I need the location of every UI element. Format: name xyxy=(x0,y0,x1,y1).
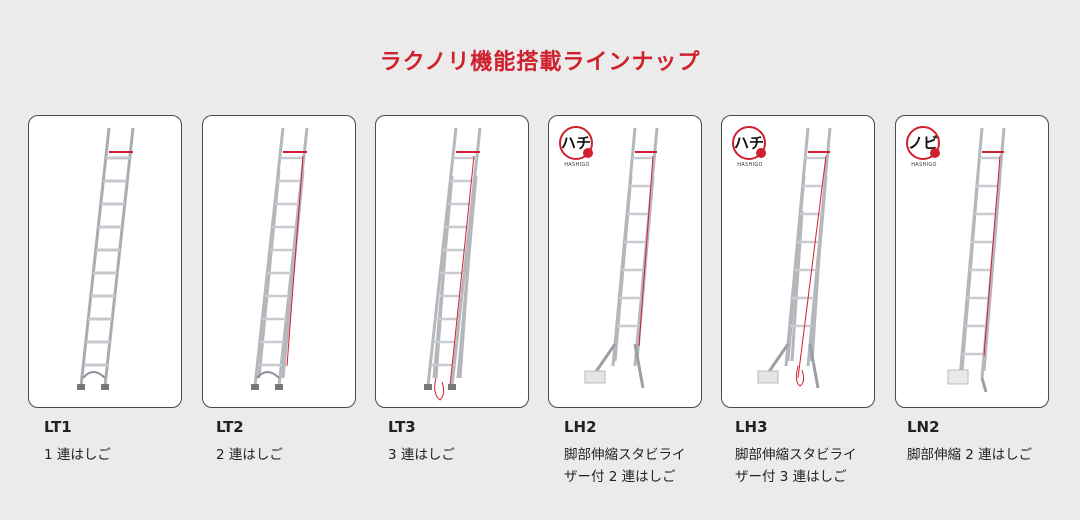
product-code: LT3 xyxy=(388,418,416,436)
product-card-lh2[interactable]: ハチ HASHIGO xyxy=(548,115,702,408)
ladder-image xyxy=(947,127,1006,393)
product-code: LN2 xyxy=(907,418,940,436)
ladder-image xyxy=(424,127,482,401)
product-code: LT2 xyxy=(216,418,244,436)
product-code: LT1 xyxy=(44,418,72,436)
ladder-image xyxy=(77,127,135,390)
product-description: 脚部伸縮 2 連はしご xyxy=(907,447,1033,463)
product-card-lt2[interactable] xyxy=(202,115,356,408)
product-card-lt3[interactable] xyxy=(375,115,529,408)
product-card-ln2[interactable]: ノビ HASHIGO xyxy=(895,115,1049,408)
ladder-image xyxy=(757,127,832,389)
product-card-lt1[interactable] xyxy=(28,115,182,408)
product-code: LH2 xyxy=(564,418,597,436)
product-description: 3 連はしご xyxy=(388,447,455,463)
product-description: 脚部伸縮スタビライ ザー付 2 連はしご xyxy=(564,447,686,485)
nobi-badge-icon: ノビ HASHIGO xyxy=(904,124,946,172)
ladder-image xyxy=(584,127,659,389)
product-card-lh3[interactable]: ハチ HASHIGO xyxy=(721,115,875,408)
page-title: ラクノリ機能搭載ラインナップ xyxy=(379,50,701,75)
hachi-badge-icon: ハチ HASHIGO xyxy=(557,124,599,172)
product-description: 脚部伸縮スタビライ ザー付 3 連はしご xyxy=(735,447,857,485)
product-code: LH3 xyxy=(735,418,768,436)
hachi-badge-icon: ハチ HASHIGO xyxy=(730,124,772,172)
product-description: 2 連はしご xyxy=(216,447,283,463)
ladder-image xyxy=(251,127,309,390)
product-description: 1 連はしご xyxy=(44,447,111,463)
